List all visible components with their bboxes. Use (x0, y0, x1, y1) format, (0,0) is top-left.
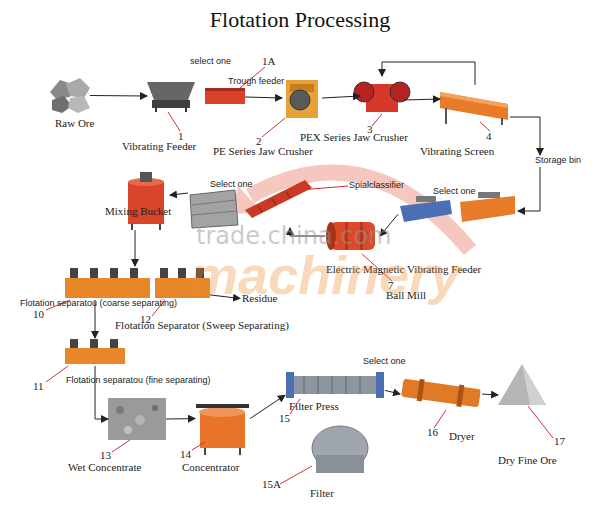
callout-number: 15 (279, 413, 290, 424)
diagram-title: Flotation Processing (0, 8, 600, 32)
flow-arrow (245, 97, 282, 98)
equipment-label: Vibrating Feeder (122, 141, 196, 152)
flow-arrow (510, 117, 540, 155)
equipment-node: PE Series Jaw Crusher (282, 76, 322, 120)
flow-arrow (385, 390, 400, 394)
equipment-node: PEX Series Jaw Crusher (360, 76, 404, 116)
callout-number: 14 (180, 449, 191, 460)
note-text: Select one (363, 357, 406, 366)
equipment-node: Flotation separatou (coarse separating) (65, 266, 155, 300)
watermark: trade.china.com (196, 224, 392, 248)
equipment-label: Filter (310, 488, 334, 499)
flow-arrow (518, 167, 540, 211)
callout-number: 17 (554, 436, 565, 447)
equipment-node: Filter (310, 425, 370, 475)
callout-number: 15A (262, 479, 281, 490)
flow-arrow (382, 62, 475, 85)
equipment-node: Filter Press (285, 368, 385, 400)
callout-number: 1A (262, 56, 275, 67)
equipment-node: Concentrator (195, 403, 250, 455)
callout-number: 4 (486, 131, 492, 142)
callout-number: 10 (33, 309, 44, 320)
equipment-label: PE Series Jaw Crusher (213, 146, 313, 157)
equipment-label: Dryer (449, 431, 475, 442)
flow-arrow (95, 366, 108, 419)
flow-arrow (482, 394, 498, 395)
note-text: select one (190, 57, 231, 66)
equipment-label: Trough feeder (228, 77, 284, 86)
equipment-label: Mixing Bucket (105, 206, 171, 217)
equipment-node: Raw Ore (50, 78, 90, 113)
callout-number: 3 (367, 124, 373, 135)
equipment-label: Storage bin (535, 156, 581, 165)
flow-arrow (404, 99, 440, 100)
flow-arrow (135, 230, 136, 266)
equipment-label: Concentrator (182, 462, 239, 473)
equipment-node: Trough feeder (205, 87, 245, 107)
flow-arrow (170, 193, 188, 195)
equipment-node: Wet Concentrate (108, 398, 166, 440)
equipment-label: Flotation separatou (fine separating) (66, 376, 211, 385)
equipment-label: Wet Concentrate (68, 462, 141, 473)
equipment-node: Electric Magnetic Vibrating Feeder (398, 195, 518, 227)
callout-number: 13 (100, 450, 111, 461)
callout-number: 11 (33, 381, 44, 392)
equipment-node: Storage bin (534, 155, 584, 167)
note-text: Select one (433, 187, 476, 196)
equipment-node: Dry Fine Ore (498, 362, 546, 406)
equipment-label: Dry Fine Ore (498, 455, 557, 466)
callout-number: 12 (140, 314, 151, 325)
equipment-label: Raw Ore (55, 118, 94, 129)
equipment-label: Flotation separatou (coarse separating) (20, 299, 177, 308)
flow-arrow (90, 95, 147, 97)
equipment-node: Mixing Bucket (120, 172, 170, 230)
equipment-node: Flotation separatou (fine separating) (65, 338, 125, 366)
callout-number: 1 (178, 131, 184, 142)
watermark: machinery (190, 248, 460, 302)
equipment-label: Spialclassifier (349, 181, 404, 190)
flow-arrow (166, 418, 195, 419)
equipment-label: Vibrating Screen (420, 146, 494, 157)
flow-arrow (322, 96, 360, 98)
callout-number: 16 (427, 427, 438, 438)
equipment-node: Vibrating Feeder (147, 80, 195, 112)
callout-number: 2 (256, 136, 262, 147)
equipment-label: PEX Series Jaw Crusher (300, 132, 408, 143)
equipment-node: Dryer (400, 378, 482, 410)
equipment-label: Filter Press (289, 401, 339, 412)
callout-number: 7 (388, 280, 394, 291)
equipment-node: Vibrating Screen (440, 85, 510, 125)
note-text: Select one (210, 180, 253, 189)
